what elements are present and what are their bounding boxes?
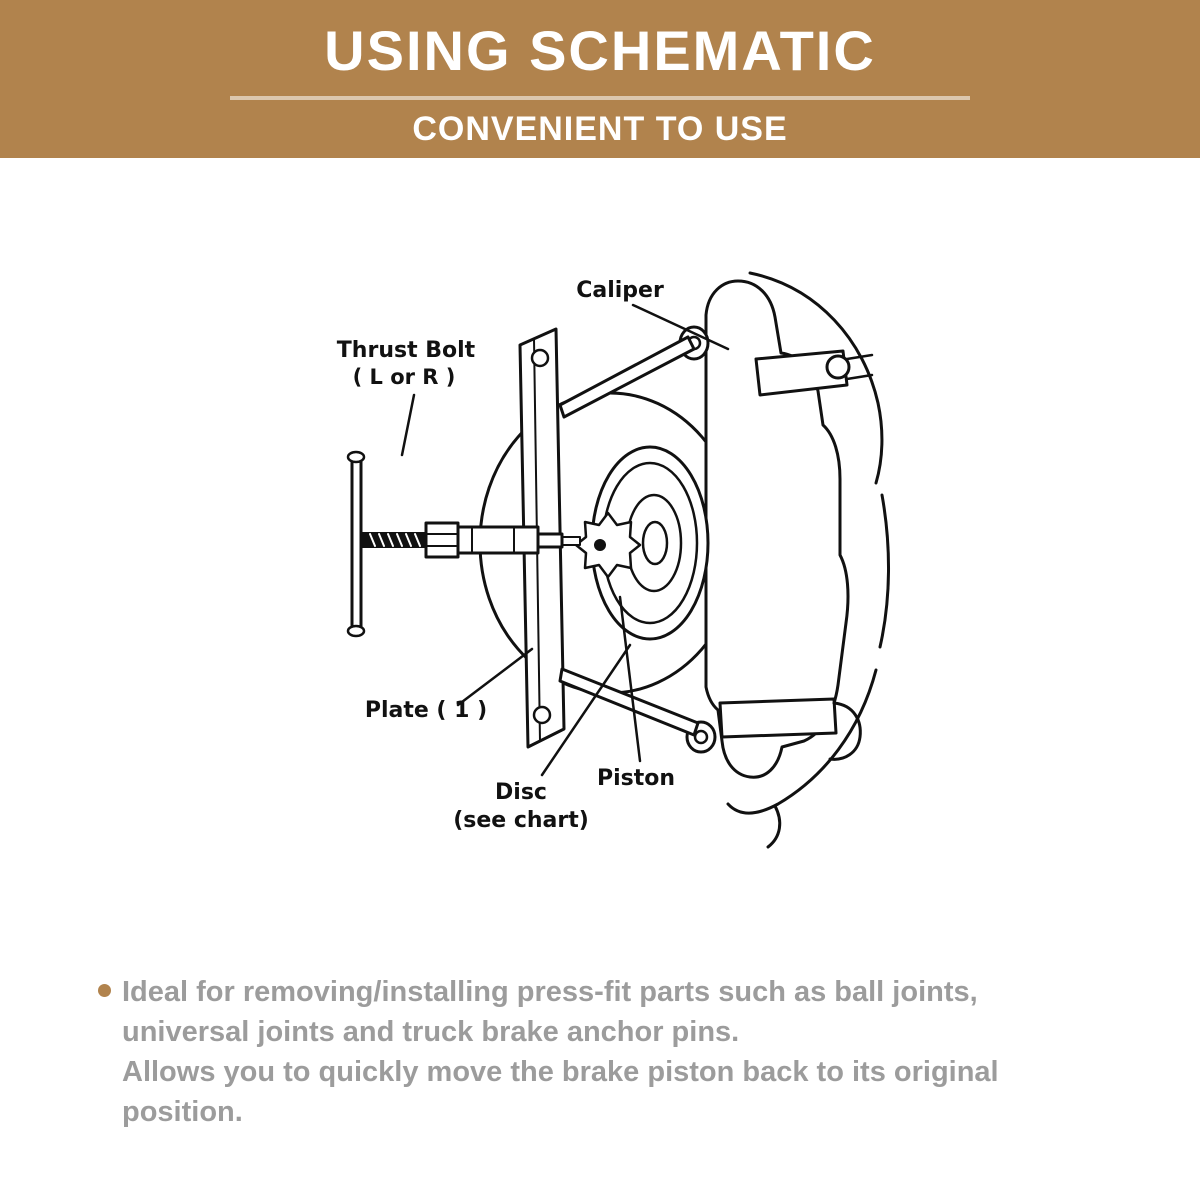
strut-top xyxy=(558,335,696,419)
disc-hub xyxy=(641,520,669,566)
knuckle-arc-swirl xyxy=(766,804,782,849)
tool-neck xyxy=(536,532,564,549)
leader-disc xyxy=(540,643,632,777)
tool-thread-marks xyxy=(369,533,421,547)
feature-line-3: Allows you to quickly move the brake pis… xyxy=(122,1056,999,1128)
caliper-upper-boss xyxy=(754,349,849,397)
strut-bottom xyxy=(558,667,700,737)
label-plate: Plate ( 1 ) xyxy=(365,698,487,723)
tool-t-handle-cap-top xyxy=(346,450,366,464)
tool-link xyxy=(561,536,581,546)
tool-sleeve-lines xyxy=(471,526,515,554)
caliper-lower-boss xyxy=(718,697,838,739)
leader-piston xyxy=(618,595,642,763)
caliper-lower-elbow xyxy=(828,701,862,761)
plate-hole-top xyxy=(530,348,550,368)
feature-list: Ideal for removing/installing press-fit … xyxy=(98,972,1108,1132)
tool-hex xyxy=(424,521,460,559)
schematic-svg: Caliper Thrust Bolt ( L or R ) Plate ( 1… xyxy=(337,271,891,849)
tool-t-handle xyxy=(350,457,363,631)
caliper-upper-fitting xyxy=(825,354,851,380)
label-caliper: Caliper xyxy=(576,278,664,303)
leader-plate xyxy=(456,647,534,707)
bullet-marker xyxy=(98,984,111,997)
tool-hex-lines xyxy=(425,533,459,547)
banner: USING SCHEMATIC CONVENIENT TO USE xyxy=(0,0,1200,158)
feature-text: Ideal for removing/installing press-fit … xyxy=(122,972,1108,1132)
caliper-upper-stub xyxy=(845,353,874,381)
page-subtitle: CONVENIENT TO USE xyxy=(412,110,788,148)
tool-sleeve xyxy=(456,525,540,555)
tool-t-handle-cap-bottom xyxy=(346,624,366,638)
feature-line-1: Ideal for removing/installing press-fit … xyxy=(122,976,978,1008)
piston-adapter-center xyxy=(594,539,606,551)
feature-line-2: universal joints and truck brake anchor … xyxy=(122,1016,740,1048)
leader-thrust-bolt xyxy=(400,393,416,457)
label-disc-line2: (see chart) xyxy=(453,808,589,833)
knuckle-arc-top xyxy=(748,271,884,485)
caliper-body xyxy=(704,279,850,779)
knuckle-arc-bottom xyxy=(726,668,878,815)
plate-hole-bottom xyxy=(532,705,552,725)
caliper-ear-bottom-hole xyxy=(693,729,709,745)
knuckle-arc-right xyxy=(878,493,891,649)
piston-adapter xyxy=(574,511,642,579)
banner-divider xyxy=(230,96,970,100)
label-thrust-bolt-line2: ( L or R ) xyxy=(353,365,456,389)
label-disc-line1: Disc xyxy=(495,780,547,805)
label-thrust-bolt-line1: Thrust Bolt xyxy=(337,338,476,363)
label-piston: Piston xyxy=(597,766,675,791)
schematic-figure: Caliper Thrust Bolt ( L or R ) Plate ( 1… xyxy=(278,255,926,905)
page-title: USING SCHEMATIC xyxy=(324,19,876,82)
leader-caliper xyxy=(631,303,730,351)
